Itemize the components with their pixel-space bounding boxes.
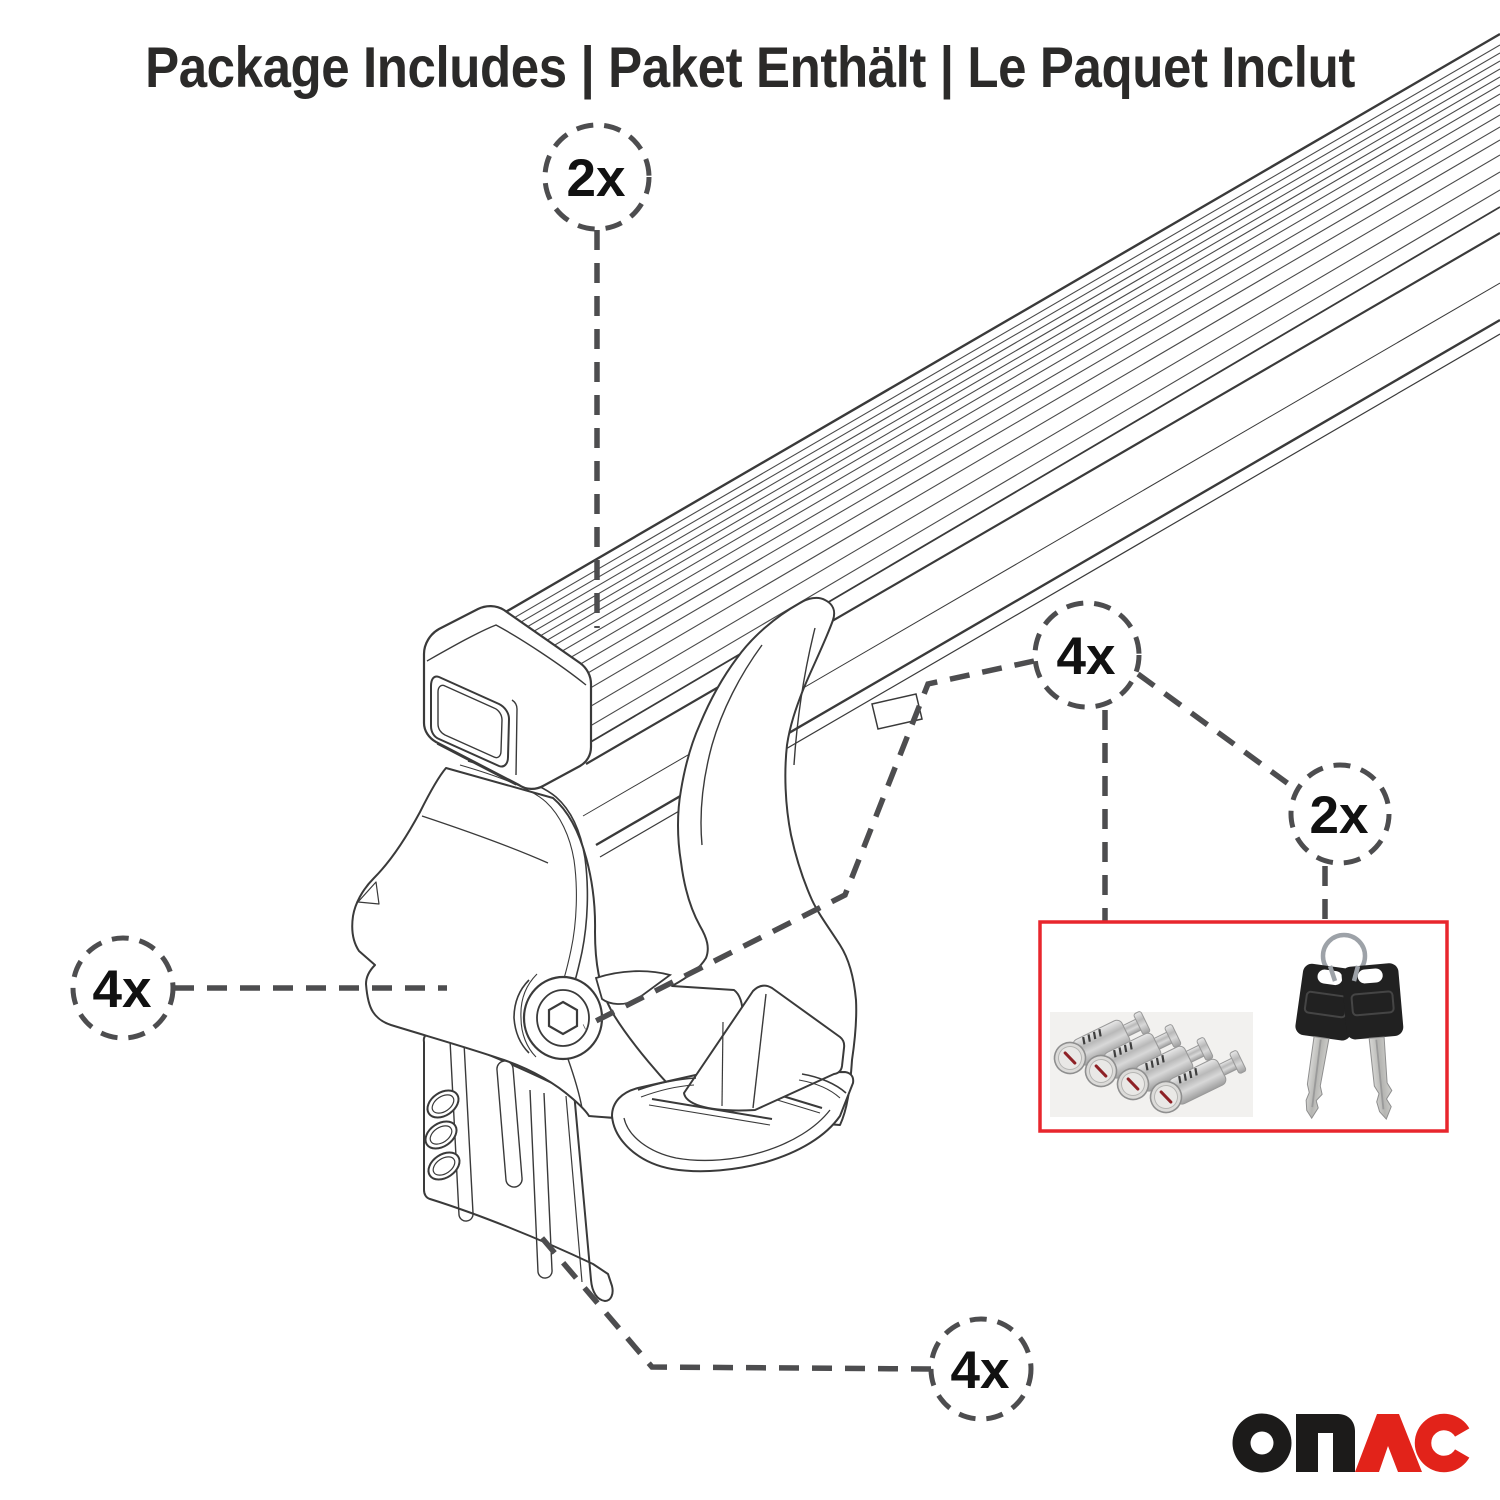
svg-text:2x: 2x bbox=[567, 149, 626, 208]
svg-text:2x: 2x bbox=[1310, 786, 1369, 845]
svg-text:4x: 4x bbox=[93, 960, 152, 1019]
svg-text:4x: 4x bbox=[951, 1341, 1010, 1400]
svg-text:4x: 4x bbox=[1057, 627, 1116, 686]
